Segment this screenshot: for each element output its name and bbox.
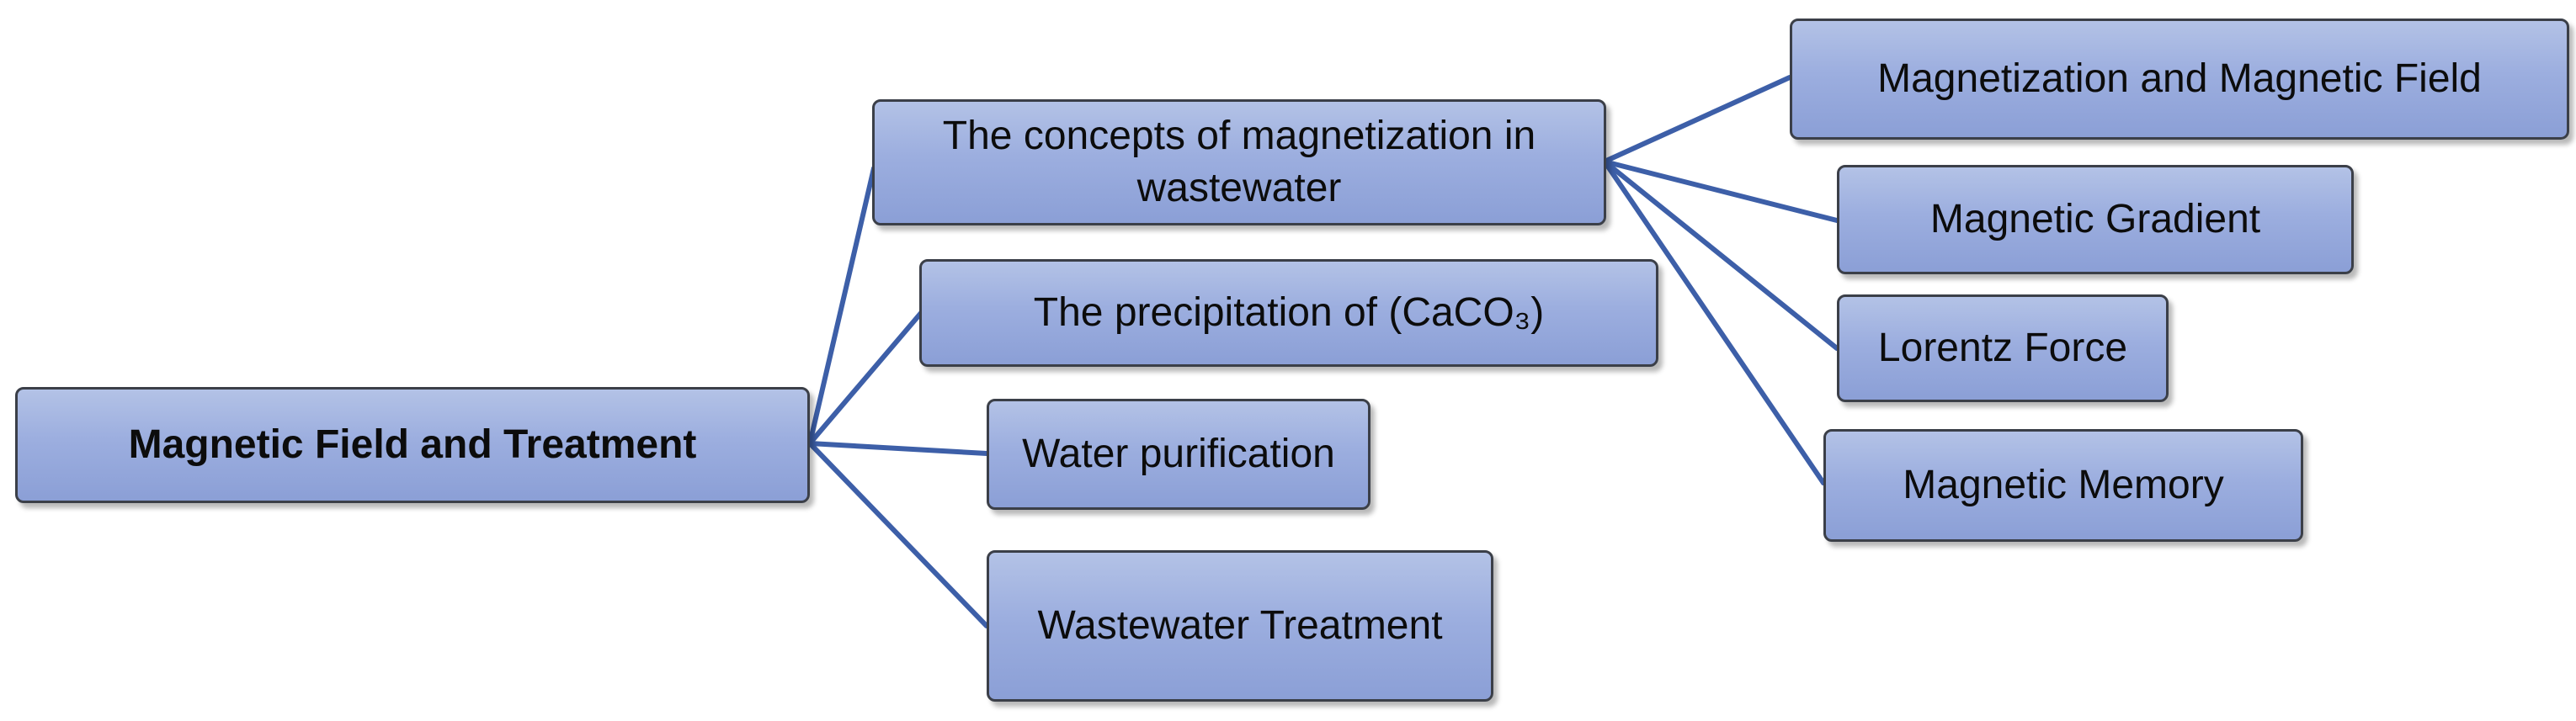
branch-node-wastewater-treatment: Wastewater Treatment [987, 550, 1493, 702]
connector-concepts-to-magnetization [1602, 75, 1792, 164]
leaf-node-magnetization-and-magnetic-field: Magnetization and Magnetic Field [1790, 19, 2569, 140]
leaf-node-magnetic-memory: Magnetic Memory [1823, 429, 2303, 542]
connector-concepts-to-memory [1602, 159, 1826, 485]
connector-root-to-purification [807, 441, 989, 456]
connector-root-to-precipitation [807, 310, 923, 446]
root-node-magnetic-field-and-treatment: Magnetic Field and Treatment [15, 387, 810, 503]
branch-node-precipitation-caco3: The precipitation of (CaCO₃) [919, 259, 1658, 367]
connector-root-to-concepts [807, 166, 876, 446]
branch-node-concepts-of-magnetization: The concepts of magnetization in wastewa… [872, 99, 1606, 225]
leaf-node-magnetic-gradient: Magnetic Gradient [1837, 165, 2354, 274]
connector-root-to-wastewater [807, 441, 989, 628]
leaf-node-lorentz-force: Lorentz Force [1837, 294, 2169, 402]
branch-node-water-purification: Water purification [987, 399, 1370, 510]
connector-concepts-to-gradient [1602, 159, 1839, 223]
connector-concepts-to-lorentz [1602, 159, 1839, 351]
